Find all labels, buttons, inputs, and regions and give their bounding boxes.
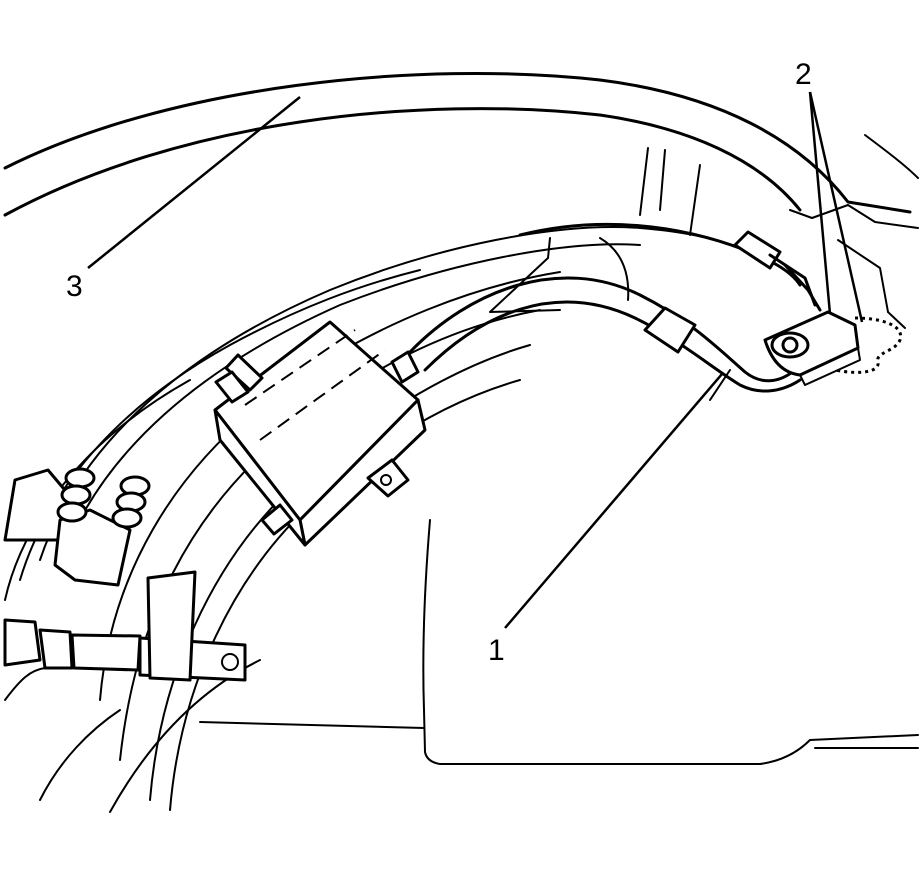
body-panel	[639, 147, 919, 401]
callout-2: 2	[795, 58, 812, 91]
leader-lines	[87, 91, 864, 629]
callout-1: 1	[488, 634, 505, 667]
hood-edge	[3, 72, 919, 217]
leader-2a	[808, 91, 832, 315]
leader-3	[87, 96, 301, 269]
bolt-icon	[781, 336, 799, 354]
leader-1	[504, 373, 723, 629]
left-clamps	[3, 467, 247, 701]
condenser-fitting	[763, 310, 903, 386]
leader-2b	[808, 91, 864, 323]
callout-3: 3	[66, 270, 83, 303]
accumulator	[213, 320, 427, 547]
ac-line	[408, 222, 822, 393]
